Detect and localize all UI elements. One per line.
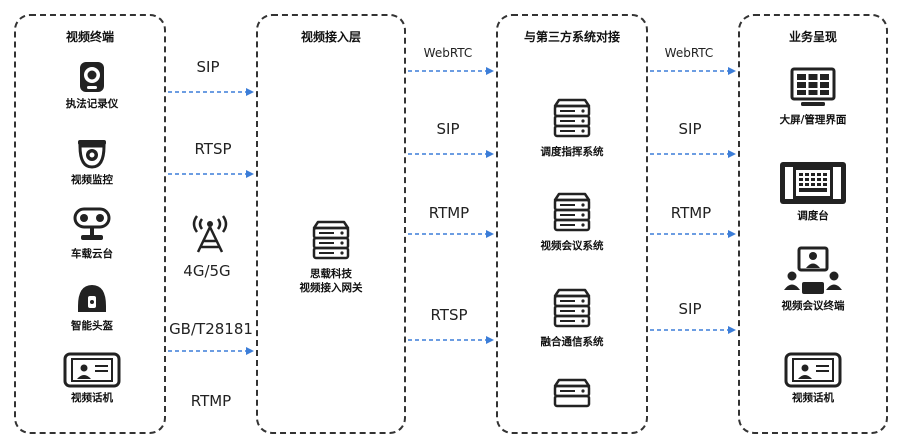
- unified-comm-system-label: 融合通信系统: [540, 336, 604, 348]
- cell-tower-icon: [188, 210, 232, 258]
- helmet-node: 智能头盔: [32, 282, 152, 333]
- unified-comm-system-node: 融合通信系统: [512, 286, 632, 349]
- cctv-label: 视频监控: [71, 174, 113, 186]
- protocol-right-sip: SIP: [678, 120, 702, 138]
- business-column-title: 业务呈现: [788, 30, 837, 44]
- conference-system-node: 视频会议系统: [512, 190, 632, 253]
- smart-helmet-icon: [78, 285, 106, 312]
- recorder-node: 执法记录仪: [32, 60, 152, 111]
- video-phone-right-label: 视频话机: [792, 392, 834, 404]
- arrow-mid-1: [408, 66, 494, 76]
- access-column-title: 视频接入层: [300, 30, 361, 44]
- arrow-mid-2: [408, 149, 494, 159]
- arrow-left-3: [168, 346, 254, 356]
- protocol-left-rtmp: RTMP: [190, 392, 232, 410]
- arrow-left-2: [168, 169, 254, 179]
- console-label: 调度台: [797, 210, 829, 222]
- video-phone-label: 视频话机: [71, 392, 113, 404]
- server-icon: [553, 288, 591, 328]
- arrow-right-2: [650, 149, 736, 159]
- server-icon: [553, 192, 591, 232]
- video-phone-icon: [63, 352, 121, 388]
- video-phone-icon: [784, 352, 842, 388]
- recorder-label: 执法记录仪: [65, 98, 119, 110]
- vehicle-ptz-icon: [73, 207, 111, 240]
- server-icon: [312, 220, 350, 260]
- protocol-left-rtsp: RTSP: [194, 140, 232, 158]
- vehicle-ptz-node: 车载云台: [32, 206, 152, 261]
- protocol-mid-rtmp: RTMP: [428, 204, 470, 222]
- protocol-left-4g5g: 4G/5G: [183, 262, 231, 280]
- big-screen-label: 大屏/管理界面: [779, 114, 847, 126]
- arrow-right-1: [650, 66, 736, 76]
- business-column: 业务呈现 大屏/管理界面: [738, 14, 888, 434]
- arrow-right-3: [650, 229, 736, 239]
- big-screen-icon: [790, 67, 836, 106]
- arrow-right-4: [650, 325, 736, 335]
- dispatch-system-label: 调度指挥系统: [540, 146, 604, 158]
- terminal-column: 视频终端 执法记录仪 视频监控 车载云台: [14, 14, 166, 434]
- conference-terminal-node: 视频会议终端: [753, 246, 873, 313]
- conference-system-label: 视频会议系统: [540, 240, 604, 252]
- arrow-mid-4: [408, 335, 494, 345]
- console-node: 调度台: [753, 160, 873, 223]
- arrow-mid-3: [408, 229, 494, 239]
- video-phone-node: 视频话机: [32, 352, 152, 405]
- third-party-column: 与第三方系统对接 调度指挥系统 视频会议系: [496, 14, 648, 434]
- third-party-column-title: 与第三方系统对接: [523, 30, 620, 44]
- protocol-mid-sip: SIP: [436, 120, 460, 138]
- access-column: 视频接入层 思载科技 视频接入网关: [256, 14, 406, 434]
- big-screen-node: 大屏/管理界面: [753, 66, 873, 127]
- gateway-label: 思载科技 视频接入网关: [299, 268, 363, 294]
- protocol-mid-webrtc: WebRTC: [423, 46, 473, 60]
- cctv-node: 视频监控: [32, 138, 152, 187]
- body-camera-icon: [80, 62, 104, 92]
- dome-camera-icon: [78, 140, 106, 169]
- server-icon: [553, 378, 591, 408]
- vehicle-ptz-label: 车载云台: [71, 248, 113, 260]
- conference-terminal-label: 视频会议终端: [781, 300, 845, 312]
- protocol-mid-rtsp: RTSP: [430, 306, 468, 324]
- protocol-right-rtmp: RTMP: [670, 204, 712, 222]
- helmet-label: 智能头盔: [71, 320, 113, 332]
- dispatch-system-node: 调度指挥系统: [512, 96, 632, 159]
- terminal-column-title: 视频终端: [65, 30, 114, 44]
- protocol-right-sip-2: SIP: [678, 300, 702, 318]
- arrow-left-1: [168, 87, 254, 97]
- dispatch-console-icon: [780, 162, 846, 204]
- partial-server-node: [512, 376, 632, 422]
- protocol-right-webrtc: WebRTC: [664, 46, 714, 60]
- conference-terminal-icon: [784, 246, 842, 294]
- protocol-left-gbt28181: GB/T28181: [169, 320, 253, 338]
- server-icon: [553, 98, 591, 138]
- protocol-left-sip: SIP: [196, 58, 220, 76]
- video-phone-right-node: 视频话机: [753, 352, 873, 405]
- gateway-node: 思载科技 视频接入网关: [271, 218, 391, 295]
